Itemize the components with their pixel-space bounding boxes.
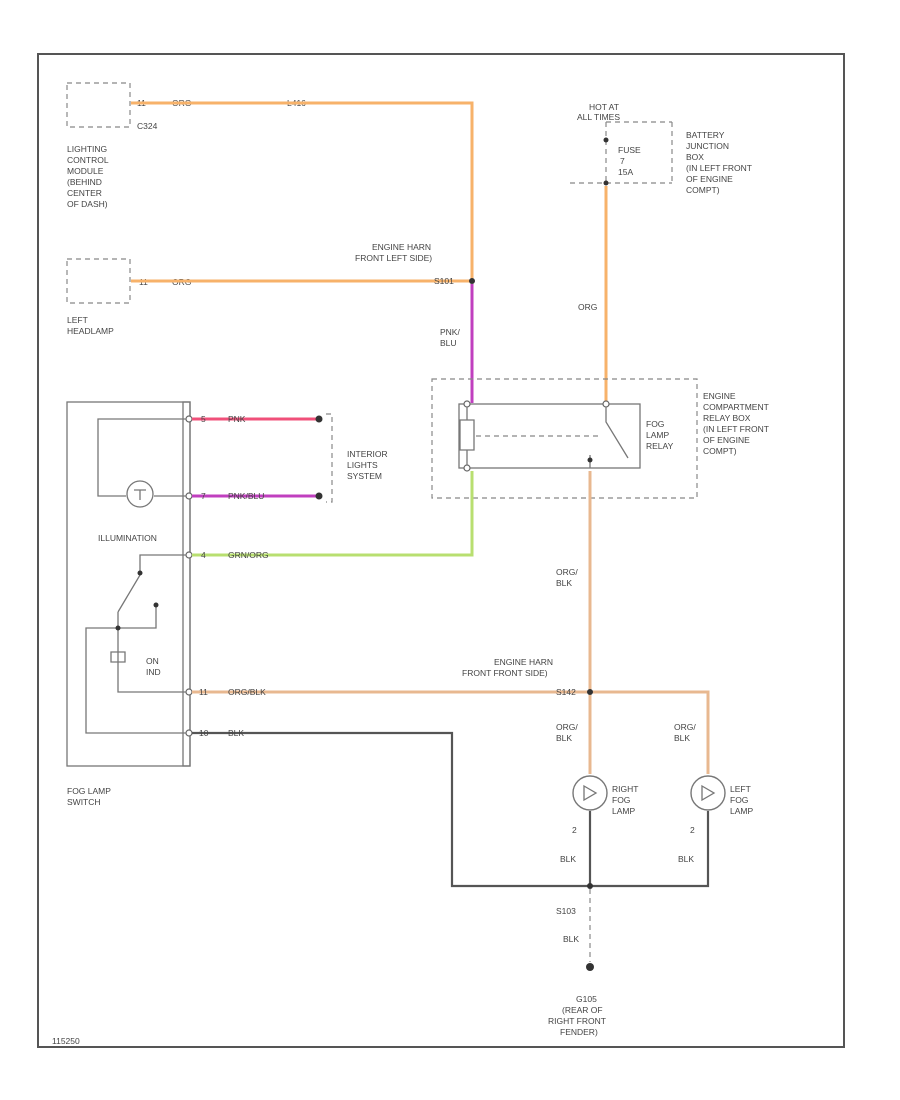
lcm-connector-label: C324 bbox=[137, 121, 158, 131]
splice-s103-node bbox=[587, 883, 593, 889]
switch-pin-block bbox=[182, 401, 191, 767]
grn-org-wire bbox=[192, 471, 474, 557]
battery-junction-box-label: BATTERY JUNCTION BOX (IN LEFT FRONT OF E… bbox=[686, 130, 754, 195]
splice-s101-id: S101 bbox=[434, 276, 454, 286]
illumination-lamp-filament bbox=[134, 489, 146, 500]
sw-pin5-label: 5 bbox=[201, 414, 206, 424]
switch-contact-lines bbox=[85, 554, 186, 734]
right-lamp-pin2: 2 bbox=[572, 825, 577, 835]
illumination-loop bbox=[97, 418, 186, 497]
splice-s101-node bbox=[469, 278, 475, 284]
sw-pin10-label: 10 bbox=[199, 728, 209, 738]
left-headlamp-box bbox=[66, 258, 131, 304]
sw-pink-label: PNK bbox=[228, 414, 246, 424]
org-blk-switch-wire bbox=[192, 690, 710, 774]
orgblk-right-label: ORG/ BLK bbox=[556, 722, 580, 743]
left-fog-lamp-label: LEFT FOG LAMP bbox=[730, 784, 753, 816]
sw-pin7-label: 7 bbox=[201, 491, 206, 501]
relay-box-label: ENGINE COMPARTMENT RELAY BOX (IN LEFT FR… bbox=[703, 391, 771, 456]
relay-coil-icon bbox=[459, 407, 475, 465]
relay-contact-node bbox=[587, 457, 593, 463]
blk-right-label: BLK bbox=[560, 854, 576, 864]
ground-g105-node bbox=[586, 963, 594, 971]
fog-lamp-switch-label: FOG LAMP SWITCH bbox=[67, 786, 113, 807]
splice-mid-label: ENGINE HARN FRONT FRONT SIDE) bbox=[462, 657, 555, 678]
sw-pin4-label: 4 bbox=[201, 550, 206, 560]
relay-box-outline bbox=[431, 378, 698, 499]
fog-lamp-relay-body bbox=[458, 403, 641, 469]
left-lamp-pin2: 2 bbox=[690, 825, 695, 835]
switch-contact-b bbox=[153, 602, 159, 608]
switch-pin10-terminal bbox=[185, 729, 193, 737]
on-indicator-icon bbox=[110, 651, 126, 663]
switch-contact-c bbox=[115, 625, 121, 631]
fuse-top-node bbox=[603, 137, 609, 143]
splice-top-label: ENGINE HARN FRONT LEFT SIDE) bbox=[355, 242, 433, 263]
lcm-name-label: LIGHTING CONTROL MODULE (BEHIND CENTER O… bbox=[67, 144, 111, 209]
right-fog-lamp-icon bbox=[572, 775, 608, 811]
switch-pin7-terminal bbox=[185, 492, 193, 500]
interior-lights-bracket bbox=[326, 413, 333, 503]
orgblk-left-label: ORG/ BLK bbox=[674, 722, 698, 743]
switch-pin4-terminal bbox=[185, 551, 193, 559]
fuse-bottom-node bbox=[603, 180, 609, 186]
blk-switch-ground-wire bbox=[192, 731, 710, 888]
relay-pin-tl bbox=[463, 400, 471, 408]
sw-pin11-label: 11 bbox=[199, 687, 208, 697]
left-fog-lamp-filament bbox=[701, 784, 716, 802]
org-wire-lcm bbox=[131, 101, 474, 280]
right-fog-lamp-filament bbox=[583, 784, 598, 802]
org-vertical-label: ORG bbox=[578, 302, 597, 312]
splice-s142-id: S142 bbox=[556, 687, 576, 697]
fuse-label: FUSE 7 15A bbox=[618, 145, 643, 177]
switch-pin5-terminal bbox=[185, 415, 193, 423]
sw-pnkblu-label: PNK/BLU bbox=[228, 491, 264, 501]
diagram-frame bbox=[37, 53, 845, 1048]
interior-node-bottom bbox=[315, 492, 323, 500]
interior-lights-label: INTERIOR LIGHTS SYSTEM bbox=[347, 449, 390, 481]
ground-label: G105 (REAR OF RIGHT FRONT FENDER) bbox=[548, 994, 608, 1037]
illumination-label: ILLUMINATION bbox=[98, 533, 157, 543]
left-headlamp-label: LEFT HEADLAMP bbox=[67, 315, 114, 336]
relay-pin-tr bbox=[602, 400, 610, 408]
switch-pin11-terminal bbox=[185, 688, 193, 696]
sw-blk-label: BLK bbox=[228, 728, 244, 738]
relay-pin-bl bbox=[463, 464, 471, 472]
lighting-control-module-box bbox=[66, 82, 131, 128]
blk-bottom-label: BLK bbox=[563, 934, 579, 944]
on-indicator-label: ON IND bbox=[146, 656, 161, 677]
interior-node-top bbox=[315, 415, 323, 423]
pnk-blu-label: PNK/ BLU bbox=[440, 327, 462, 348]
sw-grnorg-label: GRN/ORG bbox=[228, 550, 269, 560]
sw-orgblk-label: ORG/BLK bbox=[228, 687, 266, 697]
splice-s142-node bbox=[587, 689, 593, 695]
left-fog-lamp-icon bbox=[690, 775, 726, 811]
relay-contact-icon bbox=[589, 407, 629, 468]
switch-contact-a bbox=[137, 570, 143, 576]
orgblk-vertical-label: ORG/ BLK bbox=[556, 567, 580, 588]
hot-at-all-times-label: HOT AT ALL TIMES bbox=[577, 102, 621, 122]
splice-s103-id: S103 bbox=[556, 906, 576, 916]
figure-id-label: 115250 bbox=[52, 1036, 80, 1046]
fog-lamp-relay-label: FOG LAMP RELAY bbox=[646, 419, 674, 451]
blk-left-label: BLK bbox=[678, 854, 694, 864]
right-fog-lamp-label: RIGHT FOG LAMP bbox=[612, 784, 641, 816]
